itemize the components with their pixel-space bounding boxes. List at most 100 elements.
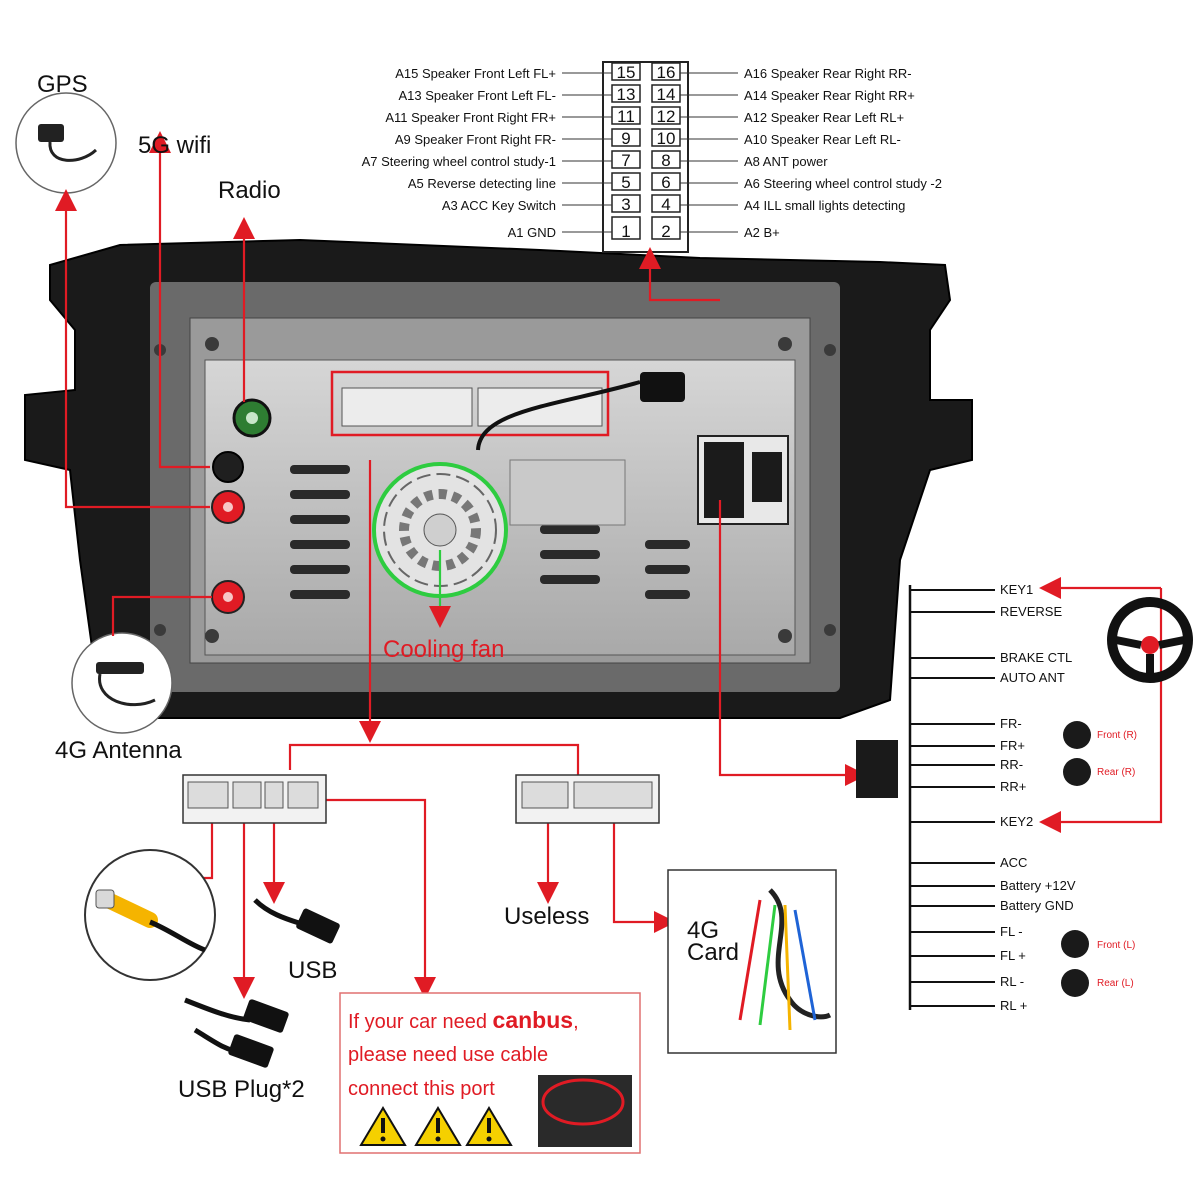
harness-wire-label: RL +: [1000, 998, 1027, 1013]
harness-wire-label: AUTO ANT: [1000, 670, 1065, 685]
pin-label: A3 ACC Key Switch: [442, 198, 556, 213]
canbus-note-line3: connect this port: [348, 1078, 495, 1100]
pin-label: A6 Steering wheel control study -2: [744, 176, 942, 191]
pin-box: [651, 84, 681, 103]
gps-socket-icon: [211, 490, 245, 524]
4g-card-box: [667, 869, 837, 1054]
label-4g-card-2: Card: [687, 939, 739, 966]
label-useless: Useless: [504, 903, 589, 930]
pin-labels: A15 Speaker Front Left FL+A13 Speaker Fr…: [362, 66, 942, 240]
pin-label: A5 Reverse detecting line: [408, 176, 556, 191]
pin-number: 12: [657, 107, 676, 126]
pin-label: A14 Speaker Rear Right RR+: [744, 88, 915, 103]
pin-box: [611, 150, 641, 169]
pin-box: [611, 172, 641, 191]
speaker-tag: Front (R): [1097, 730, 1137, 741]
pin-number: 1: [621, 222, 630, 241]
pin-number: 14: [657, 85, 676, 104]
pin-label: A11 Speaker Front Right FR+: [385, 110, 556, 125]
pin-label: A8 ANT power: [744, 154, 828, 169]
pin-label: A1 GND: [508, 225, 556, 240]
pin-box: [651, 106, 681, 125]
steering-wheel-icon: [1107, 597, 1193, 683]
main-connector-left: [341, 387, 473, 427]
vent-slots: [290, 465, 690, 599]
4g-antenna-module-icon: [71, 632, 173, 734]
pin-box: [651, 128, 681, 147]
harness-wire-label: FL -: [1000, 924, 1023, 939]
label-cooling-fan: Cooling fan: [383, 636, 504, 663]
speaker-tag: Rear (L): [1097, 978, 1134, 989]
side-connector-port-2: [752, 452, 782, 502]
harness-wire-label: Battery GND: [1000, 898, 1074, 913]
pin-number: 16: [657, 63, 676, 82]
pin-number: 8: [661, 151, 670, 170]
red-connectors: [55, 131, 1163, 999]
canbus-port-highlight: [541, 1078, 625, 1126]
harness-plug: [856, 740, 898, 798]
harness-wire-label: ACC: [1000, 855, 1027, 870]
pin-number: 3: [621, 195, 630, 214]
pin-label: A10 Speaker Rear Left RL-: [744, 132, 901, 147]
harness-wire-label: BRAKE CTL: [1000, 650, 1072, 665]
label-gps: GPS: [37, 71, 88, 98]
usb-plug-2-icon: [184, 997, 289, 1068]
screw-icons: [154, 337, 836, 643]
harness-wire-label: RR+: [1000, 779, 1026, 794]
pin-box: [611, 84, 641, 103]
pin-number: 6: [661, 173, 670, 192]
pin-number: 11: [617, 107, 635, 126]
radio-antenna-socket-icon: [232, 398, 272, 438]
pin-box: [651, 216, 681, 240]
pin-label: A4 ILL small lights detecting: [744, 198, 905, 213]
canbus-note-box: [339, 992, 641, 1154]
label-4g-card-1: 4G: [687, 917, 719, 944]
main-connector-highlight: [330, 370, 610, 437]
pin-number: 9: [621, 129, 630, 148]
pin-label: A12 Speaker Rear Left RL+: [744, 110, 904, 125]
harness-wire-label: KEY1: [1000, 582, 1033, 597]
speaker-tag: Front (L): [1097, 940, 1135, 951]
label-4g-antenna: 4G Antenna: [55, 737, 182, 764]
pin-box: [611, 194, 641, 213]
pin-label: A7 Steering wheel control study-1: [362, 154, 556, 169]
pin-box: [651, 150, 681, 169]
4g-antenna-socket-icon: [211, 580, 245, 614]
side-connector-port: [704, 442, 744, 518]
label-wifi: 5G wifi: [138, 132, 211, 159]
pin-box: [651, 62, 681, 81]
harness-wire-label: KEY2: [1000, 814, 1033, 829]
pin-number: 7: [621, 151, 630, 170]
pin-number: 2: [661, 222, 670, 241]
pin-box: [651, 194, 681, 213]
usb-cable-icon: [253, 898, 340, 944]
pin-number: 4: [661, 195, 670, 214]
speaker-icons: [1061, 721, 1091, 997]
harness-wire-label: RL -: [1000, 974, 1024, 989]
pin-label: A15 Speaker Front Left FL+: [395, 66, 556, 81]
wifi-antenna-socket-icon: [212, 451, 244, 483]
label-usb-plug: USB Plug*2: [178, 1076, 305, 1103]
main-connector-cable: [476, 380, 641, 451]
label-radio: Radio: [218, 177, 281, 204]
harness-wire-label: FL +: [1000, 948, 1026, 963]
pin-box: [611, 62, 641, 81]
cooling-fan: [372, 462, 508, 598]
gps-module-icon: [15, 92, 117, 194]
pin-number: 15: [617, 63, 636, 82]
head-unit: [24, 238, 973, 719]
pin-number: 5: [621, 173, 630, 192]
main-connector-plug: [640, 372, 685, 402]
main-connector-right: [477, 387, 603, 427]
harness-wire-label: RR-: [1000, 757, 1023, 772]
pin-label: A2 B+: [744, 225, 780, 240]
pin-number: 10: [657, 129, 676, 148]
pin-box: [611, 128, 641, 147]
right-aux-connector: [515, 774, 660, 824]
pin-label: A9 Speaker Front Right FR-: [395, 132, 556, 147]
harness-wire-label: REVERSE: [1000, 604, 1062, 619]
canbus-note-line1: If your car need canbus,: [348, 1007, 579, 1033]
